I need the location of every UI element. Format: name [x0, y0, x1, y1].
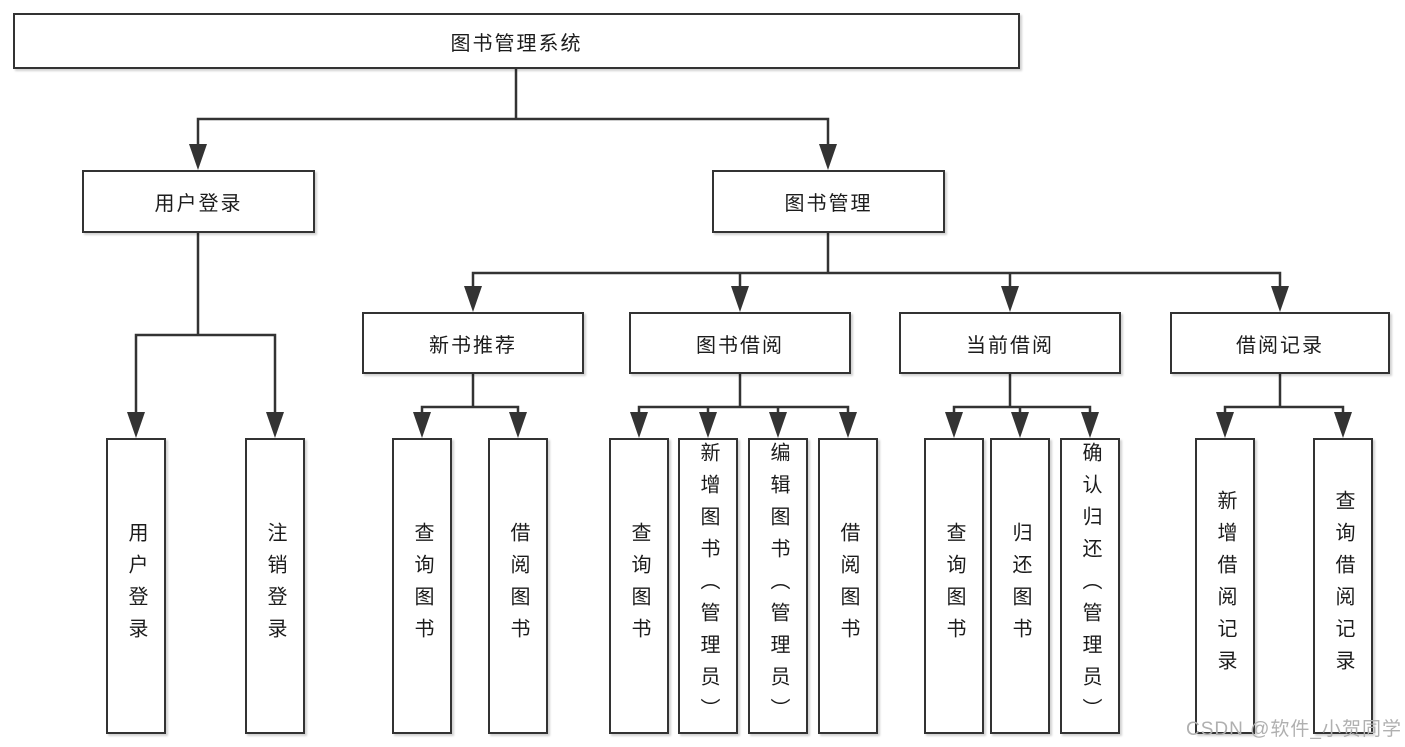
leaf-borrowing-query-books: 查询图书: [609, 438, 669, 734]
node-borrowing-records: 借阅记录: [1170, 312, 1390, 374]
leaf-current-confirm-return-admin: 确认归还（管理员）: [1060, 438, 1120, 734]
node-book-borrowing: 图书借阅: [629, 312, 851, 374]
leaf-newbook-borrow-books-label: 借阅图书: [507, 522, 529, 650]
connector-new-book-branch: [413, 372, 527, 438]
leaf-newbook-query-books: 查询图书: [392, 438, 452, 734]
node-current-borrowing: 当前借阅: [899, 312, 1121, 374]
node-book-borrowing-label: 图书借阅: [696, 334, 784, 357]
leaf-borrowing-edit-books-admin: 编辑图书（管理员）: [748, 438, 808, 734]
leaf-current-query-books-label: 查询图书: [943, 522, 965, 650]
leaf-newbook-borrow-books: 借阅图书: [488, 438, 548, 734]
connector-user-login-branch: [127, 231, 284, 438]
leaf-borrowing-edit-books-admin-label: 编辑图书（管理员）: [767, 442, 789, 730]
node-root-system-label: 图书管理系统: [450, 32, 583, 55]
connector-root-to-level2: [189, 67, 837, 170]
node-current-borrowing-label: 当前借阅: [966, 334, 1054, 357]
connector-borrow-records-branch: [1216, 372, 1352, 438]
node-new-book-recommendation: 新书推荐: [362, 312, 584, 374]
connector-current-borrow-branch: [945, 372, 1099, 438]
node-user-login-label: 用户登录: [154, 193, 243, 215]
leaf-logout-label: 注销登录: [264, 522, 286, 650]
leaf-records-query-borrow-record: 查询借阅记录: [1313, 438, 1373, 734]
leaf-borrowing-add-books-admin: 新增图书（管理员）: [678, 438, 738, 734]
leaf-records-query-borrow-record-label: 查询借阅记录: [1332, 490, 1354, 682]
leaf-current-return-books: 归还图书: [990, 438, 1050, 734]
leaf-borrowing-borrow-books-label: 借阅图书: [837, 522, 859, 650]
csdn-watermark: CSDN @软件_小贺同学: [1186, 719, 1402, 740]
leaf-current-confirm-return-admin-label: 确认归还（管理员）: [1079, 442, 1101, 730]
leaf-borrowing-borrow-books: 借阅图书: [818, 438, 878, 734]
leaf-records-add-borrow-record: 新增借阅记录: [1195, 438, 1255, 734]
leaf-borrowing-add-books-admin-label: 新增图书（管理员）: [697, 442, 719, 730]
connector-book-borrow-branch: [630, 372, 857, 438]
leaf-logout: 注销登录: [245, 438, 305, 734]
leaf-user-login-label: 用户登录: [125, 522, 147, 650]
node-new-book-recommendation-label: 新书推荐: [429, 334, 517, 357]
leaf-current-query-books: 查询图书: [924, 438, 984, 734]
leaf-current-return-books-label: 归还图书: [1009, 522, 1031, 650]
connector-book-mgmt-to-level3: [464, 231, 1289, 312]
node-book-management: 图书管理: [712, 170, 945, 233]
leaf-user-login: 用户登录: [106, 438, 166, 734]
leaf-borrowing-query-books-label: 查询图书: [628, 522, 650, 650]
node-book-management-label: 图书管理: [784, 193, 873, 215]
leaf-records-add-borrow-record-label: 新增借阅记录: [1214, 490, 1236, 682]
leaf-newbook-query-books-label: 查询图书: [411, 522, 433, 650]
node-borrowing-records-label: 借阅记录: [1236, 334, 1324, 357]
node-user-login: 用户登录: [82, 170, 315, 233]
node-root-system: 图书管理系统: [13, 13, 1020, 69]
